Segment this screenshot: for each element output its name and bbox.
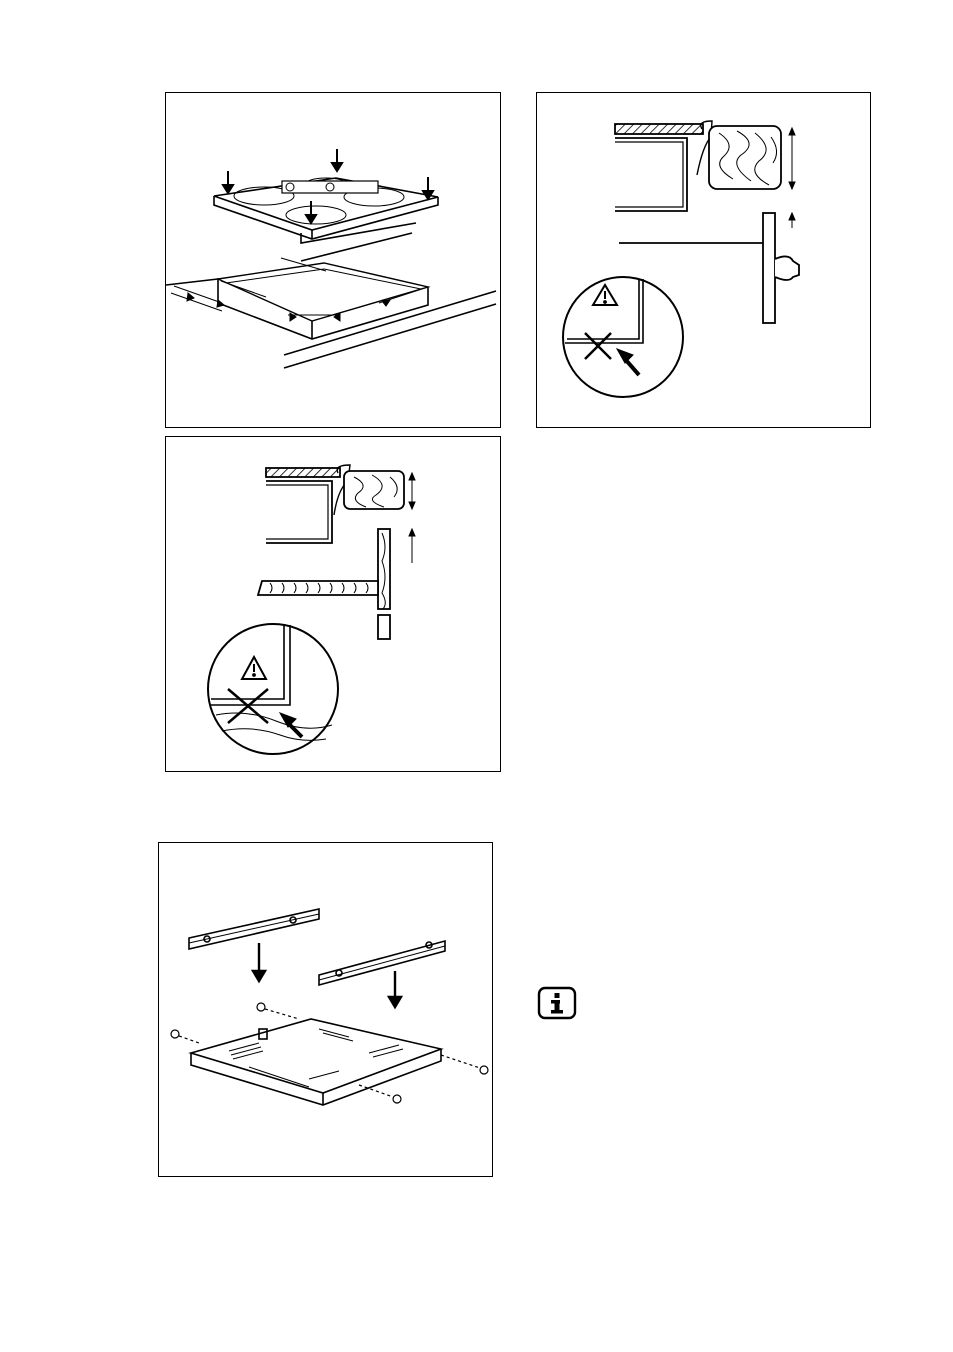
hob-installation-drawing <box>166 93 502 429</box>
hob-installation-figure <box>165 92 501 428</box>
worktop-wood-section <box>709 126 781 189</box>
shelf-clearance-figure <box>165 436 501 772</box>
worktop-cutout <box>218 263 428 321</box>
protection-frame-drawing <box>159 843 494 1178</box>
hob-glass-section <box>615 124 703 134</box>
drawer-front <box>763 213 775 323</box>
drawer-clearance-drawing <box>537 93 872 429</box>
frame-plate <box>191 1019 441 1093</box>
info-icon <box>537 986 577 1020</box>
protection-frame-figure <box>158 842 493 1177</box>
drawer-clearance-figure <box>536 92 871 428</box>
detail-circle <box>563 277 683 397</box>
shelf-clearance-drawing <box>166 437 502 773</box>
